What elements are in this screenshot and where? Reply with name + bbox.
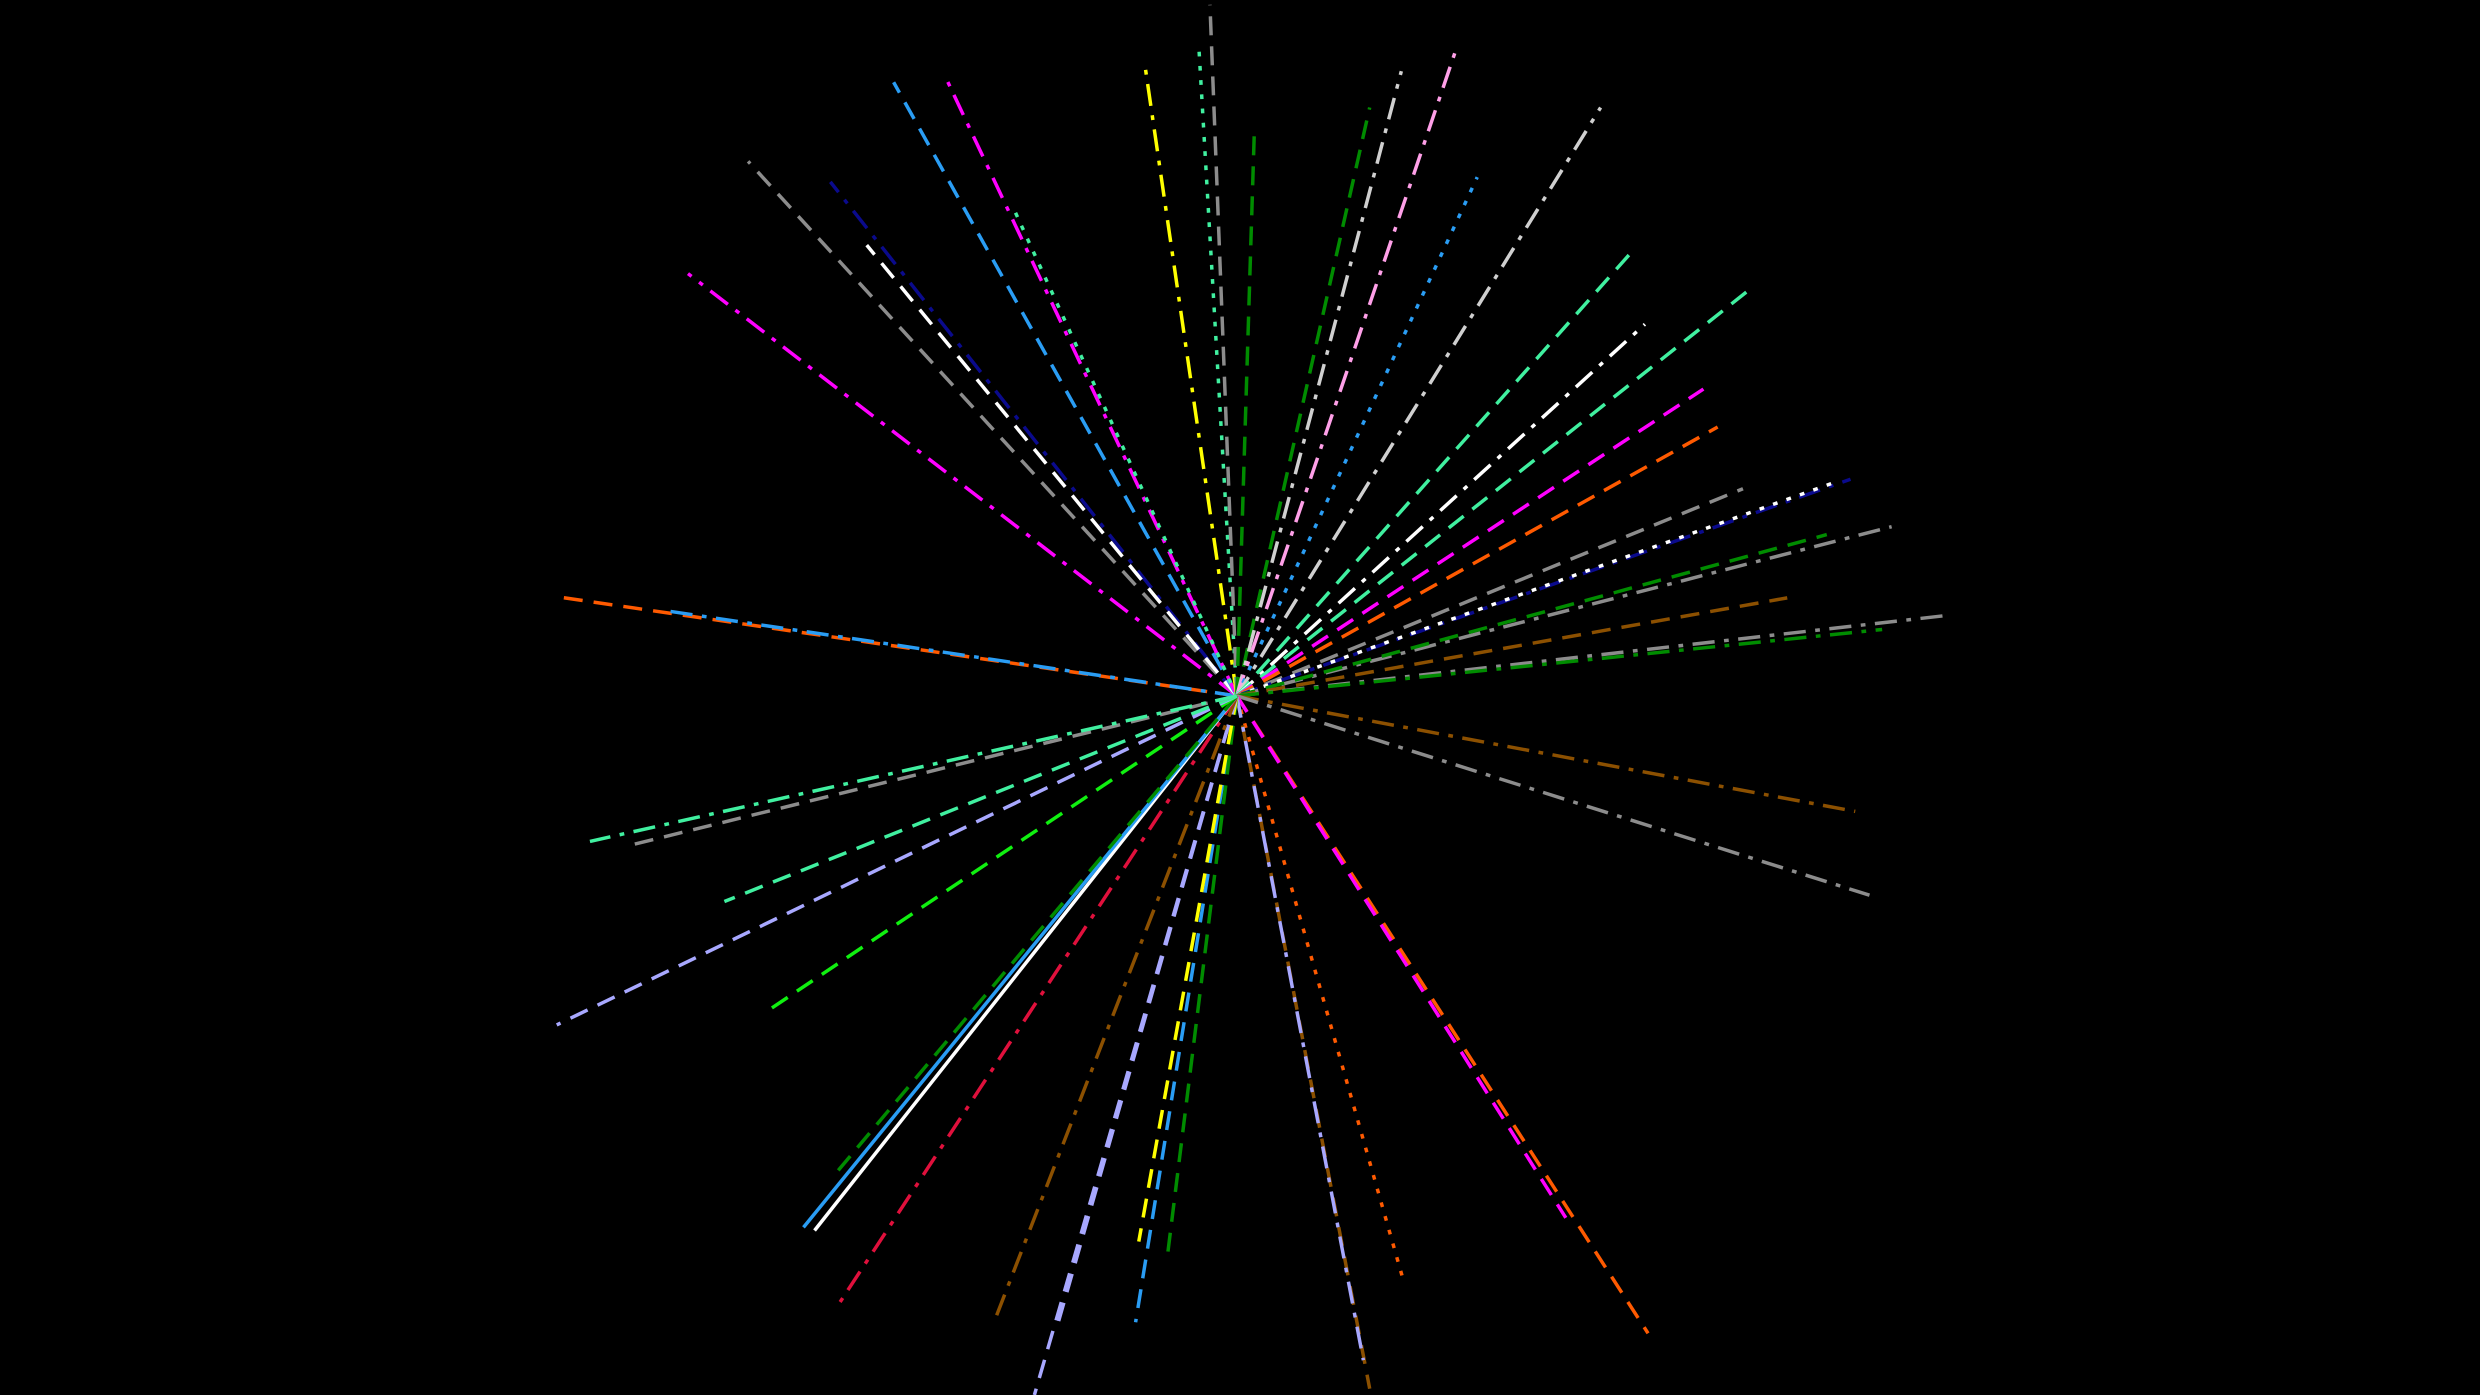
ray-line-lavender — [1054, 695, 1239, 1330]
ray-line-yellow — [1137, 695, 1239, 1242]
ray-line-orange — [1235, 425, 1719, 698]
ray-line-brown — [994, 695, 1239, 1317]
ray-line-green — [1236, 627, 1883, 698]
ray-line-blue — [802, 694, 1239, 1229]
ray-line-crimson — [836, 694, 1239, 1306]
ray-line-green — [836, 694, 1239, 1172]
ray-line-orange — [1235, 695, 1407, 1285]
ray-line-blue — [892, 81, 1239, 697]
ray-line-gray — [746, 160, 1239, 698]
ray-line-aquamarine — [723, 694, 1238, 904]
ray-line-aquamarine — [1010, 204, 1239, 697]
ray-line-gray — [632, 694, 1238, 847]
ray-line-gray — [1236, 524, 1893, 698]
ray-line-gray — [1236, 613, 1949, 698]
ray-line-brown — [1235, 695, 1372, 1390]
ray-line-magenta — [942, 73, 1239, 697]
ray-line-aquamarine — [1235, 289, 1749, 698]
ray-line-green — [1235, 107, 1372, 697]
ray-line-magenta — [686, 272, 1238, 698]
ray-line-green — [1165, 695, 1239, 1258]
ray-line-gray — [1236, 694, 1871, 897]
ray-line-lightgray — [1235, 70, 1404, 697]
ray-line-aquamarine — [1235, 251, 1632, 698]
ray-line-blue — [1133, 695, 1239, 1323]
ray-line-magenta — [1235, 694, 1568, 1219]
ray-line-blue — [1235, 176, 1479, 697]
ray-line-gray — [1236, 487, 1744, 698]
ray-line-gray — [1208, 4, 1239, 696]
ray-line-lightgray — [1235, 106, 1603, 697]
ray-line-green — [1235, 134, 1256, 696]
ray-line-navy — [828, 180, 1239, 697]
ray-line-navy — [1236, 477, 1852, 698]
ray-line-yellow — [1143, 66, 1239, 697]
ray-line-pink — [1235, 51, 1457, 697]
ray-line-orange — [553, 594, 1238, 698]
ray-line-green — [1236, 532, 1828, 698]
ray-line-blue — [664, 608, 1238, 698]
ray-line-white — [1235, 322, 1647, 698]
ray-line-aquamarine — [589, 694, 1238, 844]
ray-line-lime — [769, 694, 1238, 1011]
ray-line-magenta — [1235, 387, 1705, 698]
ray-line-aquamarine — [1197, 47, 1239, 697]
ray-line-brown — [1236, 596, 1788, 698]
ray-line-white — [1236, 480, 1836, 698]
ray-line-lavender — [555, 694, 1238, 1027]
ray-line-lavender — [1235, 695, 1366, 1361]
ray-line-white — [865, 244, 1239, 698]
ray-line-brown — [1236, 694, 1856, 814]
ray-line-white — [813, 694, 1239, 1232]
ray-line-lavender — [1032, 695, 1239, 1395]
